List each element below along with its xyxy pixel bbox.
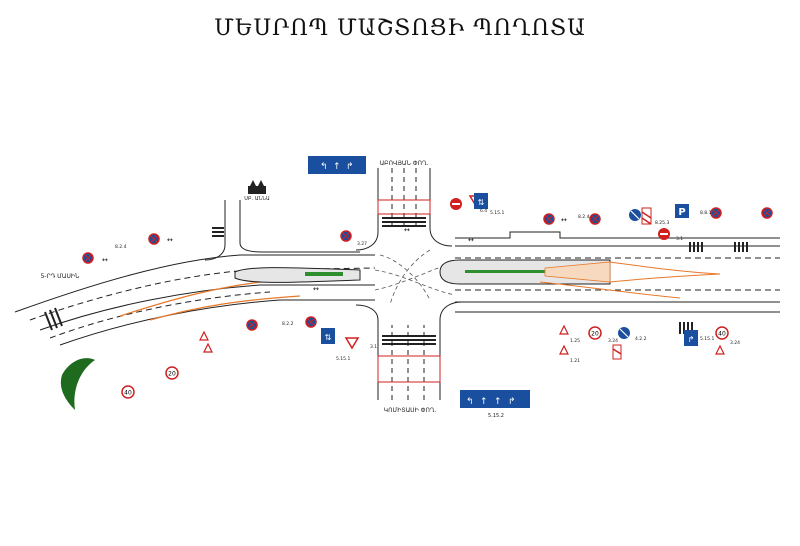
turn-left-icon: ↰ [320,162,328,172]
speed-limit-sign-40: 40 [121,385,135,399]
warning-triangle-icon [199,330,209,341]
svg-text:3.1: 3.1 [676,236,683,242]
left-street-label: 5-ՐԴ ՄԱՍԻՆ [41,273,80,280]
turn-right-icon: ↱ [346,162,354,172]
svg-text:8.2.4: 8.2.4 [578,214,590,220]
no-stopping-sign-icon [589,213,601,225]
svg-text:8.2.4: 8.2.4 [115,244,127,250]
svg-text:6.4: 6.4 [480,208,487,214]
svg-text:5.15.1: 5.15.1 [336,356,350,362]
svg-text:20: 20 [591,331,599,338]
barrier-striped-post [612,344,622,360]
right-median-green [465,270,545,273]
svg-text:40: 40 [124,390,132,397]
south-red-zone [377,355,441,383]
svg-text:3.24: 3.24 [730,340,740,346]
double-arrow-icon: ↔ [468,236,474,244]
north-red-zone [377,199,431,215]
lane-end-sign-blue: ↱ [684,330,698,346]
double-arrow-icon: ↔ [561,216,567,224]
no-stopping-sign-icon [305,316,317,328]
svg-text:8.25.3: 8.25.3 [655,220,669,226]
speed-limit-signs: 20 40 20 40 [121,326,729,399]
south-crosswalk [382,335,436,345]
lane-arrow-icon: ↱ [688,335,695,344]
keep-left-sign [618,327,630,339]
straight-arrow-icon: ↑ [333,162,341,172]
right-orange-markings [539,261,721,299]
yield-sign-icon [344,337,360,350]
speed-limit-sign-40: 40 [715,326,729,340]
south-street-label: ԿՈՄԻՏԱՍԻ ՓՈՂ. [384,407,437,414]
svg-text:3.27: 3.27 [357,241,367,247]
north-crosswalk [382,217,426,227]
warning-triangle-icon [559,344,569,355]
two-way-arrow-icon: ⇅ [325,333,332,342]
svg-text:8.8.1: 8.8.1 [700,210,712,216]
barrier-striped-post [641,207,652,225]
church-icon [248,180,266,194]
north-street-label: ԱԲՈՎՅԱՆ ՓՈՂ. [380,160,429,167]
warning-triangle-icon [559,324,569,335]
straight-arrow-icon: ↑ [480,397,488,407]
two-way-sign-blue: ⇅ [474,193,488,209]
sign-code-5-15-2: 5.15.2 [488,413,504,419]
no-entry-signs [450,198,670,240]
svg-text:P: P [678,207,685,218]
svg-text:20: 20 [168,371,176,378]
no-stopping-signs [82,207,773,331]
svg-text:3.24: 3.24 [608,338,618,344]
south-road [355,301,463,400]
double-arrow-icon: ↔ [102,256,108,264]
svg-text:4.2.2: 4.2.2 [635,336,647,342]
parking-sign-blue: P [675,204,689,218]
warning-signs [199,324,725,355]
svg-text:3.1: 3.1 [370,344,377,350]
far-left-green-median [60,358,95,410]
north-road [355,168,453,251]
no-stopping-sign-icon [761,207,773,219]
lane-direction-board-north: ↰ ↑ ↱ [308,156,366,174]
speed-limit-sign-20: 20 [588,326,602,340]
no-stopping-sign-icon [543,213,555,225]
no-entry-sign-icon [658,228,670,240]
intersection-turn-paths [374,249,456,306]
no-stopping-sign-icon [246,319,258,331]
double-arrow-icon: ↔ [167,236,173,244]
left-median-green [305,272,343,276]
double-arrow-plates: ↔ ↔ ↔ ↔ ↔ ↔ [102,216,567,293]
right-crosswalks [679,242,748,334]
sign-code-labels: 3.27 3.1 5.15.1 5.15.1 8.2.4 8.2.4 8.2.2… [115,208,740,364]
no-stopping-sign-icon [148,233,160,245]
turn-left-icon: ↰ [466,397,474,407]
left-approach-road [14,200,376,346]
no-stopping-sign-icon [82,252,94,264]
svg-text:5.15.1: 5.15.1 [490,210,504,216]
left-median-island [234,267,361,283]
svg-text:1.25: 1.25 [570,338,580,344]
no-entry-sign-icon [450,198,462,210]
svg-text:1.21: 1.21 [570,358,580,364]
double-arrow-icon: ↔ [404,226,410,234]
warning-triangle-icon [203,342,213,353]
two-way-arrow-icon: ⇅ [478,198,485,207]
page-title: ՄԵՍՐՈՊ ՄԱՇՏՈՑԻ ՊՈՂՈՏԱ [214,16,586,41]
no-stopping-sign-icon [710,207,722,219]
right-road [455,231,780,313]
double-arrow-icon: ↔ [313,285,319,293]
two-way-sign-blue: ⇅ [321,328,335,344]
landmark-label: ՍԲ. ԱՆՆԱ [244,196,270,202]
turn-right-icon: ↱ [508,397,516,407]
warning-triangle-icon [715,344,725,355]
straight-arrow-icon: ↑ [494,397,502,407]
svg-text:40: 40 [718,331,726,338]
keep-left-sign [629,209,641,221]
lane-direction-board-south: ↰ ↑ ↑ ↱ [460,390,530,408]
no-stopping-sign-icon [340,230,352,242]
svg-text:5.15.1: 5.15.1 [700,336,714,342]
left-crosswalks [44,227,224,331]
speed-limit-sign-20: 20 [165,366,179,380]
svg-text:8.2.2: 8.2.2 [282,321,294,327]
